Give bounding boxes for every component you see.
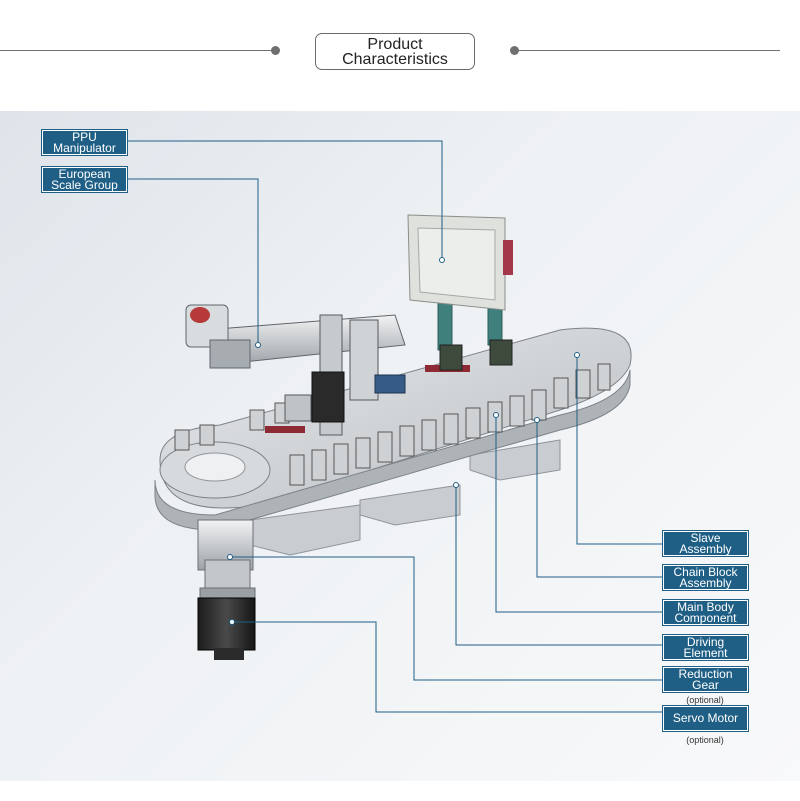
header-dot-left <box>271 46 280 55</box>
header-rule-right <box>515 50 780 51</box>
label-main-body-component: Main Body Component <box>662 599 749 626</box>
label-european-scale-group: European Scale Group <box>41 166 128 193</box>
fixture-frame <box>407 214 513 371</box>
page-title: Product Characteristics <box>315 33 475 70</box>
label-chain-block-assembly: Chain Block Assembly <box>662 564 749 591</box>
chain-blocks <box>174 363 611 486</box>
track-plate <box>154 327 632 531</box>
label-driving-element: Driving Element <box>662 634 749 661</box>
label-reduction-gear: Reduction Gear <box>662 666 749 693</box>
label-slave-assembly-line1: Slave <box>690 530 721 545</box>
label-driving-element-line2: Element <box>683 645 728 660</box>
page-title-line2: Characteristics <box>342 50 448 68</box>
label-reduction-gear-line1: Reduction <box>678 666 733 681</box>
ppu-manipulator <box>185 304 406 436</box>
label-main-body-component-line1: Main Body <box>677 599 734 614</box>
label-slave-assembly-line2: Assembly <box>679 541 732 556</box>
label-reduction-gear-line2: Gear <box>692 677 719 692</box>
label-ppu-manipulator: PPU Manipulator <box>41 129 128 156</box>
label-ppu-manipulator-line1: PPU <box>72 129 97 144</box>
page-title-line1: Product <box>367 35 423 53</box>
label-driving-element-line1: Driving <box>686 634 725 649</box>
label-chain-block-assembly-line1: Chain Block <box>673 564 738 579</box>
label-ppu-manipulator-line2: Manipulator <box>53 140 116 155</box>
label-servo-motor-line1: Servo Motor <box>672 711 739 725</box>
header-rule-left <box>0 50 275 51</box>
label-main-body-component-line2: Component <box>674 610 737 625</box>
label-slave-assembly: Slave Assembly <box>662 530 749 557</box>
label-servo-motor: Servo Motor <box>662 705 749 732</box>
leader-lines <box>127 140 663 713</box>
label-european-scale-group-line1: European <box>58 166 111 181</box>
label-european-scale-group-line2: Scale Group <box>51 177 118 192</box>
drive-column <box>197 519 256 660</box>
label-reduction-gear-note: (optional) <box>686 695 724 705</box>
label-chain-block-assembly-line2: Assembly <box>679 575 732 590</box>
leader-dots <box>227 257 580 625</box>
label-servo-motor-note: (optional) <box>686 735 724 745</box>
header-dot-right <box>510 46 519 55</box>
